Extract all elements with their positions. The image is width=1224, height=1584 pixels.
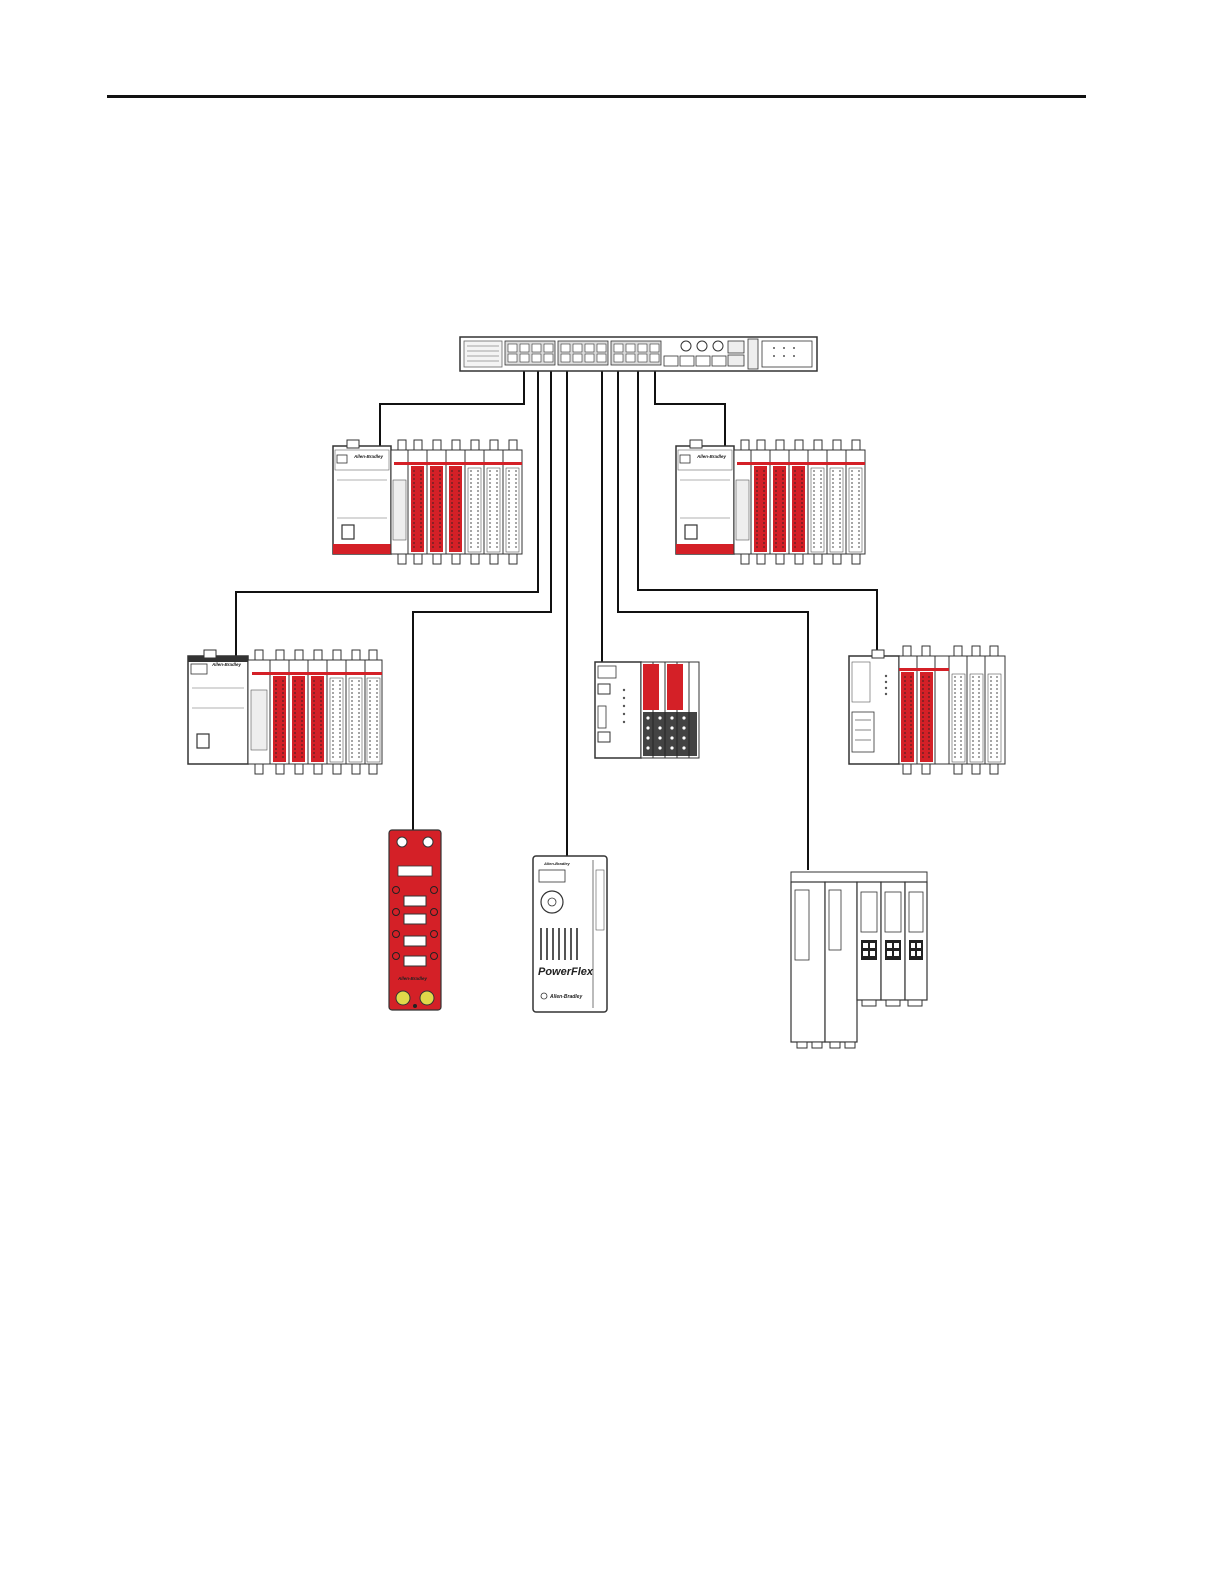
powerflex-brand-bottom: Allen-Bradley <box>549 994 582 1000</box>
controller-mid-right <box>849 646 1005 774</box>
cable-armorblock <box>413 366 551 832</box>
powerflex-drive: Allen-Bradley PowerFlex Allen-Bradley <box>533 856 607 1012</box>
servo-drive-system <box>791 872 927 1048</box>
armorblock-io: Allen-Bradley <box>389 830 441 1010</box>
powerflex-brand-top: Allen-Bradley <box>543 861 571 866</box>
cable-controller-top-right <box>655 366 725 446</box>
ethernet-switch <box>460 337 817 371</box>
armorblock-brand: Allen-Bradley <box>397 976 428 981</box>
powerflex-logo: PowerFlex <box>538 966 594 978</box>
cable-controller-top-left <box>380 366 524 446</box>
controller-mid-left-brand: Allen-Bradley <box>211 662 242 667</box>
controller-top-left: Allen-Bradley <box>333 440 522 564</box>
controller-top-left-brand: Allen-Bradley <box>353 454 384 459</box>
controller-top-right: Allen-Bradley <box>676 440 865 564</box>
controller-top-right-brand: Allen-Bradley <box>696 454 727 459</box>
point-io-adapter <box>595 662 699 758</box>
controller-mid-left: Allen-Bradley <box>188 650 382 774</box>
